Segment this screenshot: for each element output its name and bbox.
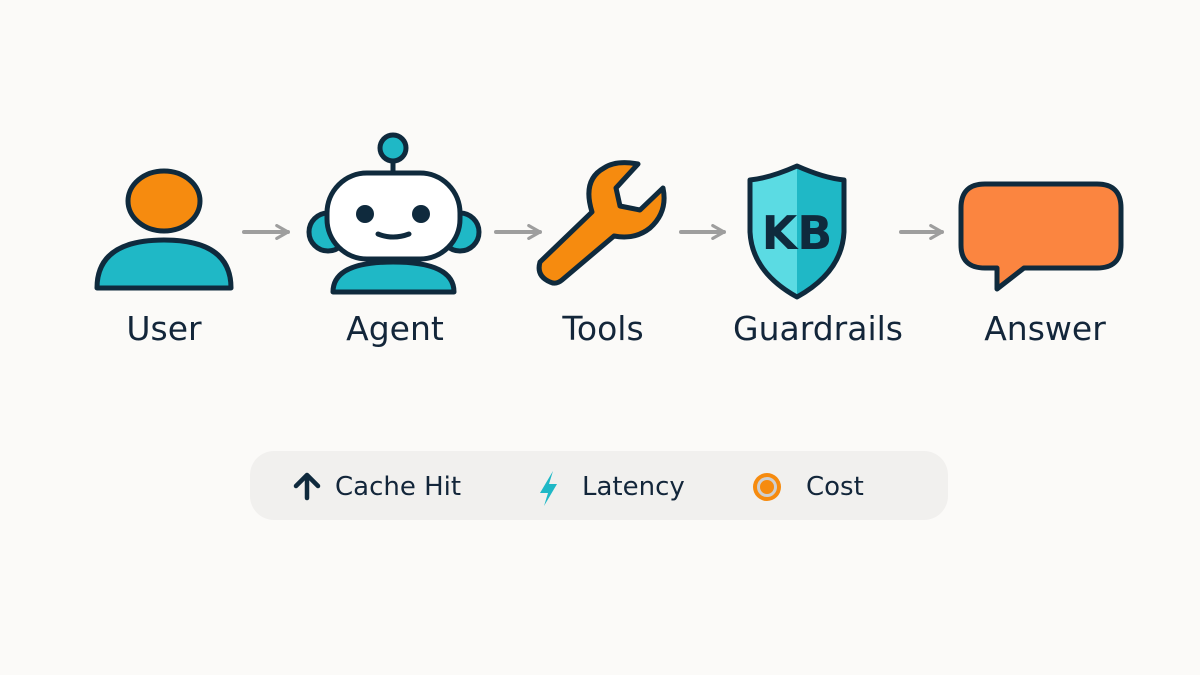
arrow-up-icon [293, 472, 321, 501]
step-label-agent: Agent [346, 309, 444, 348]
user-icon [94, 168, 234, 291]
kb-badge-text: KB [762, 206, 833, 260]
speech-bubble-icon [958, 181, 1124, 292]
coin-icon [753, 473, 781, 501]
legend-label-cache-hit: Cache Hit [335, 472, 461, 502]
step-label-guardrails: Guardrails [733, 309, 903, 348]
shield-icon: KB [747, 163, 847, 300]
step-label-answer: Answer [984, 309, 1106, 348]
legend-label-latency: Latency [582, 472, 685, 502]
legend-label-cost: Cost [806, 472, 864, 502]
step-label-user: User [126, 309, 202, 348]
legend: Cache Hit Latency Cost [250, 451, 948, 520]
robot-icon [306, 132, 482, 295]
wrench-icon [536, 160, 667, 286]
step-label-tools: Tools [561, 309, 643, 348]
lightning-icon [540, 471, 557, 506]
